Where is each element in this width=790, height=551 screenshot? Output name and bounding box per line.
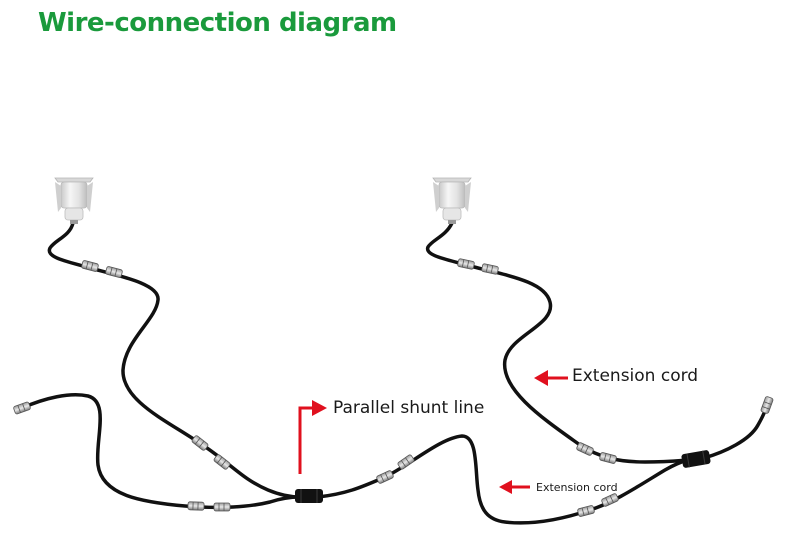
wires bbox=[20, 221, 769, 525]
connector-icon bbox=[599, 452, 617, 464]
light-fixture-icon bbox=[54, 177, 94, 224]
connector-icon bbox=[397, 454, 415, 470]
connector-icon bbox=[213, 502, 231, 512]
connector-icon bbox=[577, 505, 595, 517]
arrow-icon bbox=[298, 406, 312, 474]
extension-cord-label-upper: Extension cord bbox=[572, 366, 699, 386]
connector-icon bbox=[601, 493, 619, 507]
connector-icon bbox=[576, 442, 594, 456]
connector-icon bbox=[213, 454, 231, 470]
junction-box-icon bbox=[295, 489, 323, 503]
wire-left-tail bbox=[20, 393, 302, 510]
light-fixture-icon bbox=[432, 177, 472, 224]
connector-icon bbox=[457, 258, 475, 270]
arrow-icon bbox=[312, 400, 327, 416]
connector-icon bbox=[760, 396, 774, 414]
connectors bbox=[13, 258, 774, 517]
wire-center-right bbox=[316, 434, 690, 525]
arrow-icon bbox=[499, 480, 530, 494]
diagram-title: Wire-connection diagram bbox=[38, 8, 397, 38]
connector-icon bbox=[81, 260, 99, 272]
wire-right-tail bbox=[702, 403, 769, 460]
arrow-icon bbox=[534, 370, 568, 386]
connector-icon bbox=[13, 401, 31, 415]
connector-icon bbox=[191, 435, 209, 451]
extension-cord-label-lower: Extension cord bbox=[536, 481, 618, 494]
wire-right-fixture bbox=[426, 221, 690, 464]
connector-icon bbox=[187, 501, 205, 511]
connector-icon bbox=[481, 263, 499, 275]
connector-icon bbox=[105, 266, 123, 278]
wire-left-fixture bbox=[47, 221, 302, 499]
junction-box-icon bbox=[681, 450, 711, 468]
parallel-shunt-line-label: Parallel shunt line bbox=[333, 398, 485, 418]
connector-icon bbox=[376, 470, 394, 484]
